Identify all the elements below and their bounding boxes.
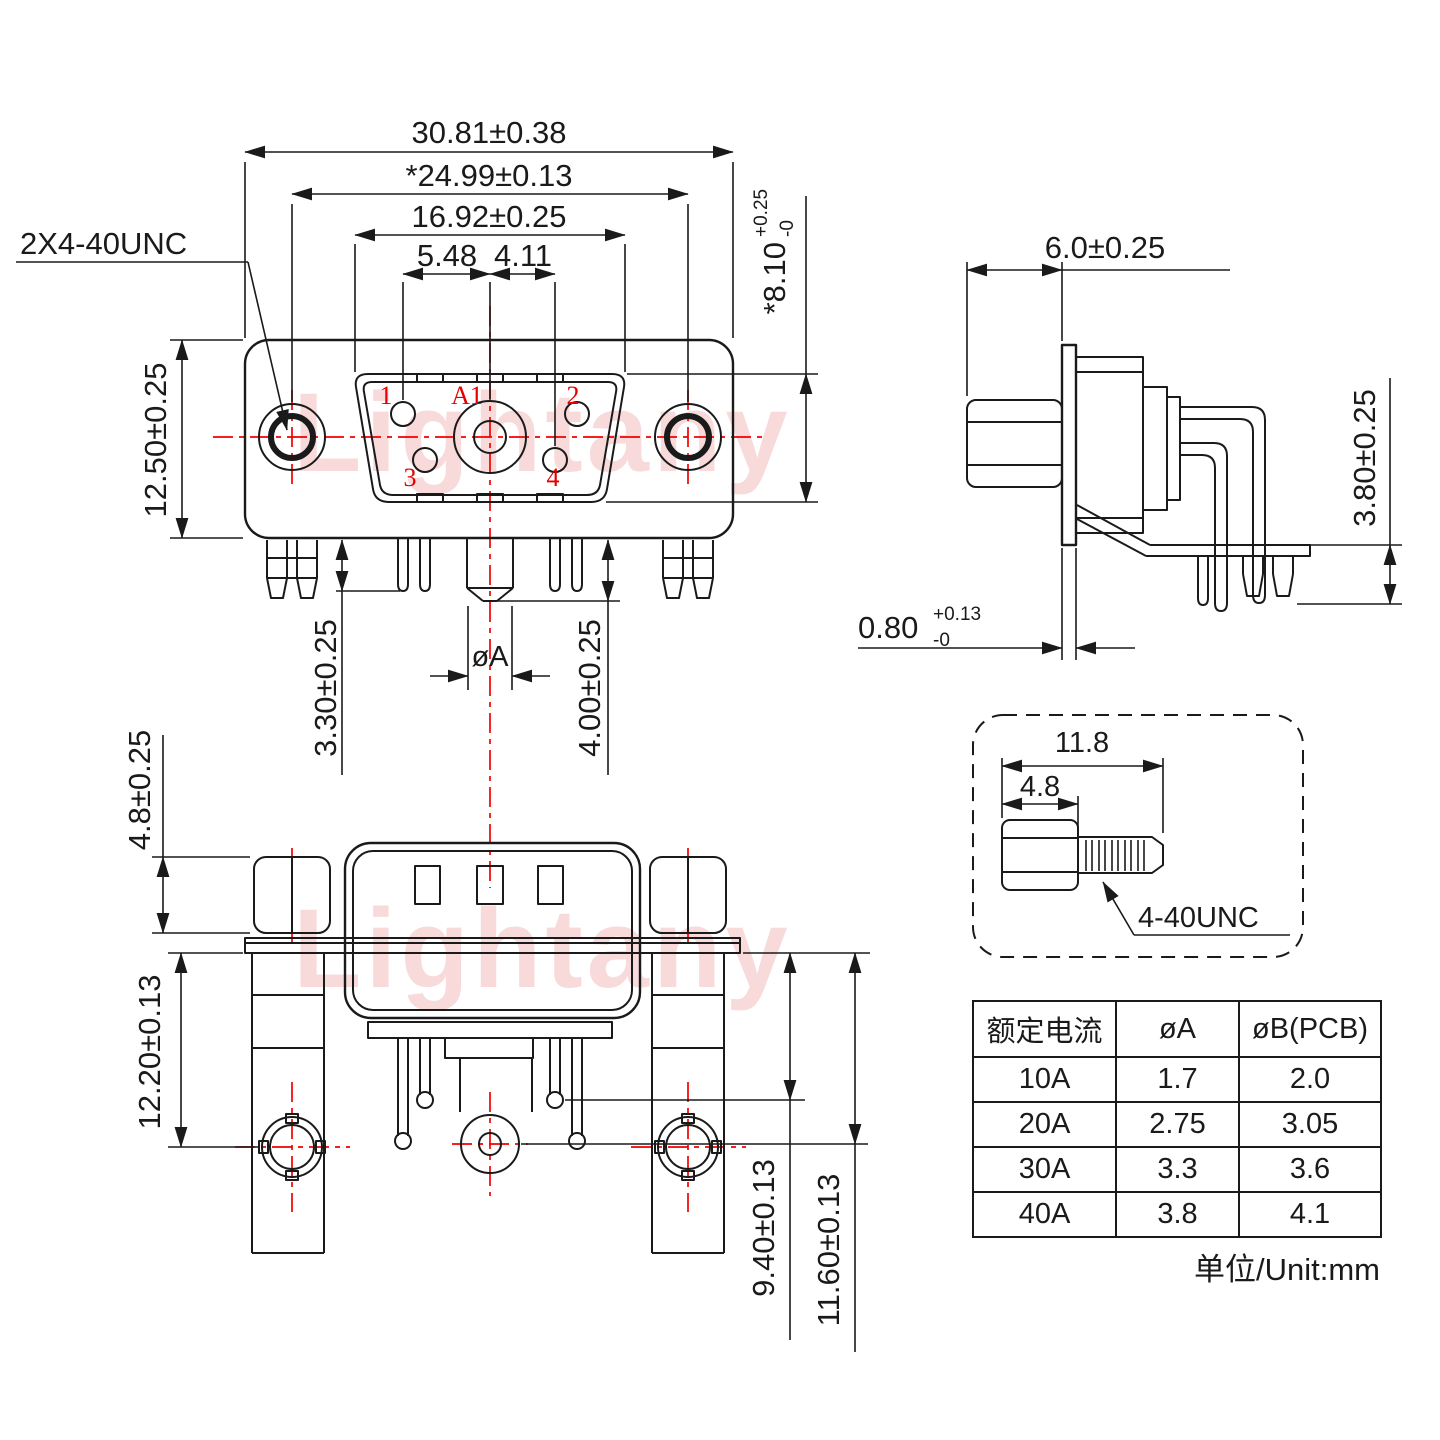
front-dimensions: 30.81±0.38 *24.99±0.13 16.92±0.25 5.48 4… <box>16 115 818 775</box>
dim-flange-thickness: 0.80 +0.13 -0 <box>858 604 981 651</box>
dim-screw-total-length: 11.8 <box>1055 727 1109 759</box>
svg-text:-0: -0 <box>933 630 950 651</box>
pin-label-1: 1 <box>380 381 393 410</box>
spec-cell: 20A <box>972 1101 1117 1149</box>
unit-note: 单位/Unit:mm <box>1194 1252 1380 1287</box>
spec-header-dia-b: øB(PCB) <box>1238 999 1382 1059</box>
dim-outer-width: 30.81±0.38 <box>412 115 567 150</box>
dim-hole-span: *24.99±0.13 <box>406 158 573 193</box>
dim-standoff: 3.80±0.25 <box>1347 389 1382 527</box>
watermark-text: Lightany <box>293 370 792 495</box>
dim-shell-height: *8.10 +0.25 -0 <box>751 189 798 314</box>
spec-cell: 1.7 <box>1115 1056 1240 1104</box>
thread-callout-label: 2X4-40UNC <box>20 226 187 261</box>
dim-pitch-right: 4.11 <box>494 238 552 273</box>
spec-cell: 10A <box>972 1056 1117 1104</box>
detail-frame <box>972 714 1304 958</box>
side-body <box>1075 356 1181 534</box>
connector-body-outline <box>243 338 735 540</box>
dim-screw-head-length: 4.8 <box>1020 771 1060 803</box>
hex-nut-right <box>649 856 727 934</box>
flange-bar <box>244 937 741 954</box>
spec-row: 10A 1.7 2.0 <box>972 1056 1382 1104</box>
jackscrew <box>1001 819 1164 891</box>
spec-cell: 4.1 <box>1238 1191 1382 1238</box>
spec-cell: 3.6 <box>1238 1146 1382 1194</box>
boardlock-strip-left <box>251 953 325 1254</box>
hex-nut-left <box>253 856 331 934</box>
dim-pin-row2-depth: 11.60±0.13 <box>811 1174 846 1327</box>
screw-thread-label: 4-40UNC <box>1138 902 1259 934</box>
boardlock-strip-right <box>651 953 725 1254</box>
dim-power-pin-length: 4.00±0.25 <box>572 619 607 757</box>
jackscrew-rear <box>966 399 1063 488</box>
dim-body-height: 12.50±0.25 <box>138 363 173 518</box>
svg-text:0.80: 0.80 <box>858 610 918 645</box>
mounting-bracket <box>1076 504 1311 606</box>
dim-pin-diameter: øA <box>471 641 509 673</box>
mounting-hole-right <box>654 403 722 471</box>
boardlock-right <box>662 540 714 599</box>
svg-text:+0.25: +0.25 <box>751 189 772 237</box>
spec-cell: 3.05 <box>1238 1101 1382 1149</box>
power-pin-tail <box>466 538 514 602</box>
pcb-dimensions: 4.8±0.25 12.20±0.13 9.40±0.13 <box>122 730 870 1352</box>
spec-cell: 2.75 <box>1115 1101 1240 1149</box>
front-view: 1 2 3 4 A1 <box>16 115 818 888</box>
signal-pins <box>397 538 583 592</box>
screw-dimensions: 11.8 4.8 4-40UNC <box>1001 727 1290 936</box>
spec-row: 30A 3.3 3.6 <box>972 1146 1382 1194</box>
spec-row: 40A 3.8 4.1 <box>972 1191 1382 1238</box>
spec-cell: 30A <box>972 1146 1117 1194</box>
housing-top-view <box>343 841 642 1020</box>
spec-row: 20A 2.75 3.05 <box>972 1101 1382 1149</box>
spec-header-row: 额定电流 øA øB(PCB) <box>972 999 1382 1059</box>
bent-pins <box>1180 406 1266 612</box>
dim-pin-row1-depth: 9.40±0.13 <box>746 1159 781 1297</box>
power-pin-plan <box>367 1021 613 1174</box>
watermark-text: Lightany <box>293 886 792 1011</box>
spec-header-dia-a: øA <box>1115 999 1240 1059</box>
pcb-hole-right <box>654 1113 722 1181</box>
pin-label-3: 3 <box>404 463 417 492</box>
mounting-hole-left <box>258 403 326 471</box>
screw-detail: 11.8 4.8 4-40UNC <box>972 714 1304 958</box>
contacts <box>390 400 590 474</box>
side-view: 6.0±0.25 3.80±0.25 0.80 +0.13 -0 <box>858 230 1402 660</box>
pin-label-a1: A1 <box>451 381 483 410</box>
dim-shell-width: 16.92±0.25 <box>412 199 567 234</box>
svg-text:*8.10: *8.10 <box>757 242 792 314</box>
dim-bracket-depth: 6.0±0.25 <box>1045 230 1165 265</box>
dim-hole-depth: 12.20±0.13 <box>132 975 167 1130</box>
dim-pitch-left: 5.48 <box>417 238 477 273</box>
spec-cell: 2.0 <box>1238 1056 1382 1104</box>
pin-label-4: 4 <box>547 463 560 492</box>
pcb-view: 4.8±0.25 12.20±0.13 9.40±0.13 <box>122 730 870 1352</box>
dim-nut-height: 4.8±0.25 <box>122 730 157 850</box>
d-shell <box>354 373 626 503</box>
side-dimensions: 6.0±0.25 3.80±0.25 0.80 +0.13 -0 <box>858 230 1402 655</box>
spec-cell: 3.3 <box>1115 1146 1240 1194</box>
flange <box>1060 343 1078 547</box>
svg-text:+0.13: +0.13 <box>933 604 981 625</box>
spec-cell: 40A <box>972 1191 1117 1238</box>
pin-label-2: 2 <box>567 381 580 410</box>
signal-pins-plan <box>394 1038 586 1150</box>
boardlock-left <box>266 540 318 599</box>
svg-text:-0: -0 <box>777 220 798 237</box>
spec-header-current: 额定电流 <box>972 999 1117 1059</box>
pcb-hole-left <box>258 1113 326 1181</box>
dim-signal-pin-length: 3.30±0.25 <box>308 619 343 757</box>
spec-table: 额定电流 øA øB(PCB) 10A 1.7 2.0 20A 2.75 3.0… <box>972 999 1382 1238</box>
spec-cell: 3.8 <box>1115 1191 1240 1238</box>
